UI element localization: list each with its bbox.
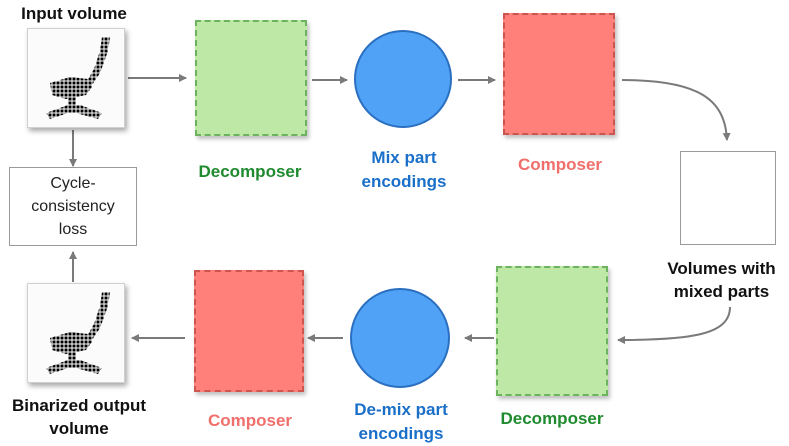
arrow-composer-to-mixed (621, 79, 731, 141)
output-volume-label: Binarized output volume (11, 396, 147, 438)
mix-part-encodings-circle (354, 30, 452, 128)
input-volume-thumbnail (27, 28, 125, 128)
mixed-volume-label: Volumes with mixed parts (667, 259, 776, 301)
decomposer-top-box (195, 20, 307, 136)
decomposer-top-label: Decomposer (198, 162, 302, 181)
arrow-mixed-to-decomposer (617, 306, 731, 344)
cycle-consistency-loss-box: Cycle-consistency loss (9, 167, 137, 246)
composer-bottom-box (194, 270, 304, 392)
voxel-chair-icon (46, 37, 110, 119)
mix-part-encodings-label: Mix part encodings (361, 148, 447, 191)
output-volume-thumbnail (27, 283, 125, 383)
decomposer-bottom-label: Decomposer (500, 409, 604, 428)
demix-part-encodings-label: De-mix part encodings (354, 400, 448, 443)
composer-top-label: Composer (517, 155, 603, 174)
input-volume-label: Input volume (21, 4, 127, 23)
mixed-volume-box (680, 151, 776, 245)
composer-bottom-label: Composer (207, 411, 293, 430)
composer-top-box (503, 13, 615, 135)
demix-part-encodings-circle (350, 288, 450, 388)
cycle-consistency-loss-label: Cycle-consistency loss (31, 175, 115, 238)
decomposer-bottom-box (496, 266, 608, 396)
voxel-chair-icon (46, 292, 110, 374)
